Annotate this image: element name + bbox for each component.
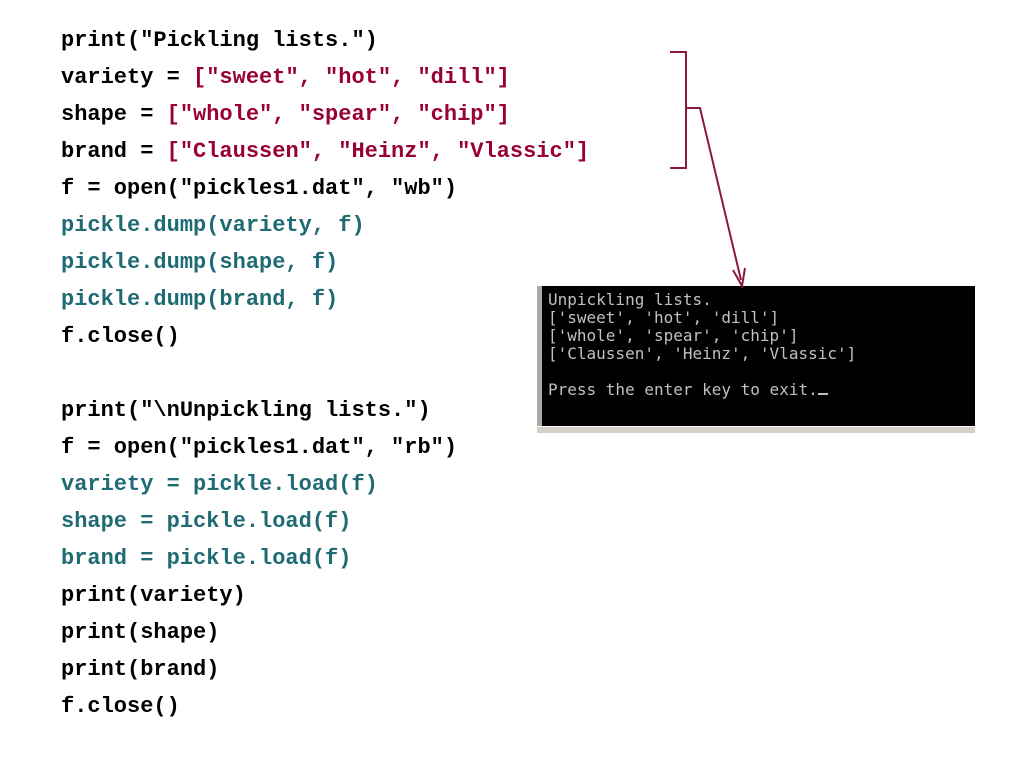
code-line: print("Pickling lists.") [61, 22, 589, 59]
console-line: ['Claussen', 'Heinz', 'Vlassic'] [548, 345, 975, 363]
code-token: f = open("pickles1.dat", "wb") [61, 176, 458, 201]
code-token: pickle.dump(brand, f) [61, 287, 339, 312]
code-token: pickle.dump(shape, f) [61, 250, 339, 275]
console-text: Unpickling lists. [548, 290, 712, 309]
code-line: shape = ["whole", "spear", "chip"] [61, 96, 589, 133]
bracket-pointer [686, 107, 742, 281]
code-line: brand = pickle.load(f) [61, 540, 589, 577]
console-window: Unpickling lists.['sweet', 'hot', 'dill'… [537, 286, 975, 430]
console-text: ['whole', 'spear', 'chip'] [548, 326, 799, 345]
code-token: shape = pickle.load(f) [61, 509, 352, 534]
code-line: print("\nUnpickling lists.") [61, 392, 589, 429]
code-line: pickle.dump(variety, f) [61, 207, 589, 244]
console-cursor [817, 393, 828, 395]
code-token: f.close() [61, 324, 180, 349]
console-text: Press the enter key to exit. [548, 380, 818, 399]
code-token: f = open("pickles1.dat", "rb") [61, 435, 458, 460]
console-line: ['whole', 'spear', 'chip'] [548, 327, 975, 345]
code-token: print(shape) [61, 620, 220, 645]
code-token: print("\nUnpickling lists.") [61, 398, 431, 423]
code-token: print(variety) [61, 583, 246, 608]
console-line: Unpickling lists. [548, 291, 975, 309]
code-token: f.close() [61, 694, 180, 719]
code-token: ["whole", "spear", "chip"] [166, 102, 510, 127]
console-text: ['Claussen', 'Heinz', 'Vlassic'] [548, 344, 857, 363]
code-line: pickle.dump(shape, f) [61, 244, 589, 281]
code-line: f.close() [61, 318, 589, 355]
code-line: pickle.dump(brand, f) [61, 281, 589, 318]
code-token: pickle.dump(variety, f) [61, 213, 365, 238]
console-line: Press the enter key to exit. [548, 381, 975, 399]
arrow-head-icon [732, 267, 746, 289]
code-token: brand = pickle.load(f) [61, 546, 352, 571]
code-line: shape = pickle.load(f) [61, 503, 589, 540]
code-token: ["Claussen", "Heinz", "Vlassic"] [166, 139, 590, 164]
console-scrollbar-edge [537, 426, 975, 433]
code-token: ["sweet", "hot", "dill"] [193, 65, 510, 90]
console-line: ['sweet', 'hot', 'dill'] [548, 309, 975, 327]
code-token: brand = [61, 139, 167, 164]
code-line: print(variety) [61, 577, 589, 614]
code-line: variety = ["sweet", "hot", "dill"] [61, 59, 589, 96]
code-token: shape = [61, 102, 167, 127]
code-token: variety = pickle.load(f) [61, 472, 378, 497]
code-line: variety = pickle.load(f) [61, 466, 589, 503]
code-token: print("Pickling lists.") [61, 28, 378, 53]
code-line: f = open("pickles1.dat", "rb") [61, 429, 589, 466]
console-text: ['sweet', 'hot', 'dill'] [548, 308, 780, 327]
code-line: print(brand) [61, 651, 589, 688]
code-line: brand = ["Claussen", "Heinz", "Vlassic"] [61, 133, 589, 170]
list-bracket [670, 51, 687, 169]
code-line: f = open("pickles1.dat", "wb") [61, 170, 589, 207]
code-block: print("Pickling lists.") variety = ["swee… [61, 22, 589, 725]
code-line: f.close() [61, 688, 589, 725]
code-token: print(brand) [61, 657, 220, 682]
code-line: print(shape) [61, 614, 589, 651]
code-token: variety = [61, 65, 194, 90]
